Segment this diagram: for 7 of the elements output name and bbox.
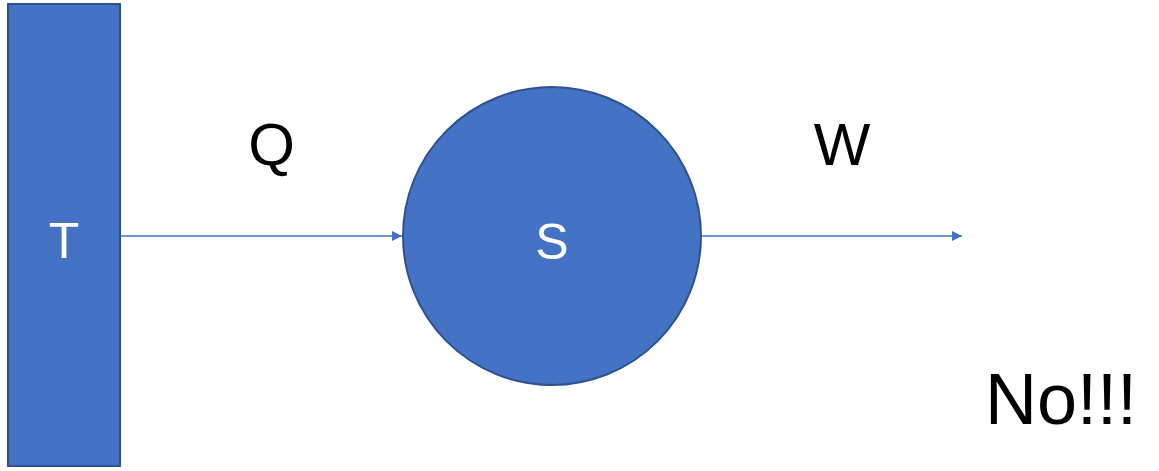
node-label: S xyxy=(535,217,569,267)
edge-label: Q xyxy=(248,115,295,175)
note-text: No!!! xyxy=(985,363,1138,435)
node-label: T xyxy=(48,216,80,266)
edge-label: W xyxy=(813,115,871,175)
arrow xyxy=(701,231,963,241)
arrow xyxy=(120,231,403,241)
